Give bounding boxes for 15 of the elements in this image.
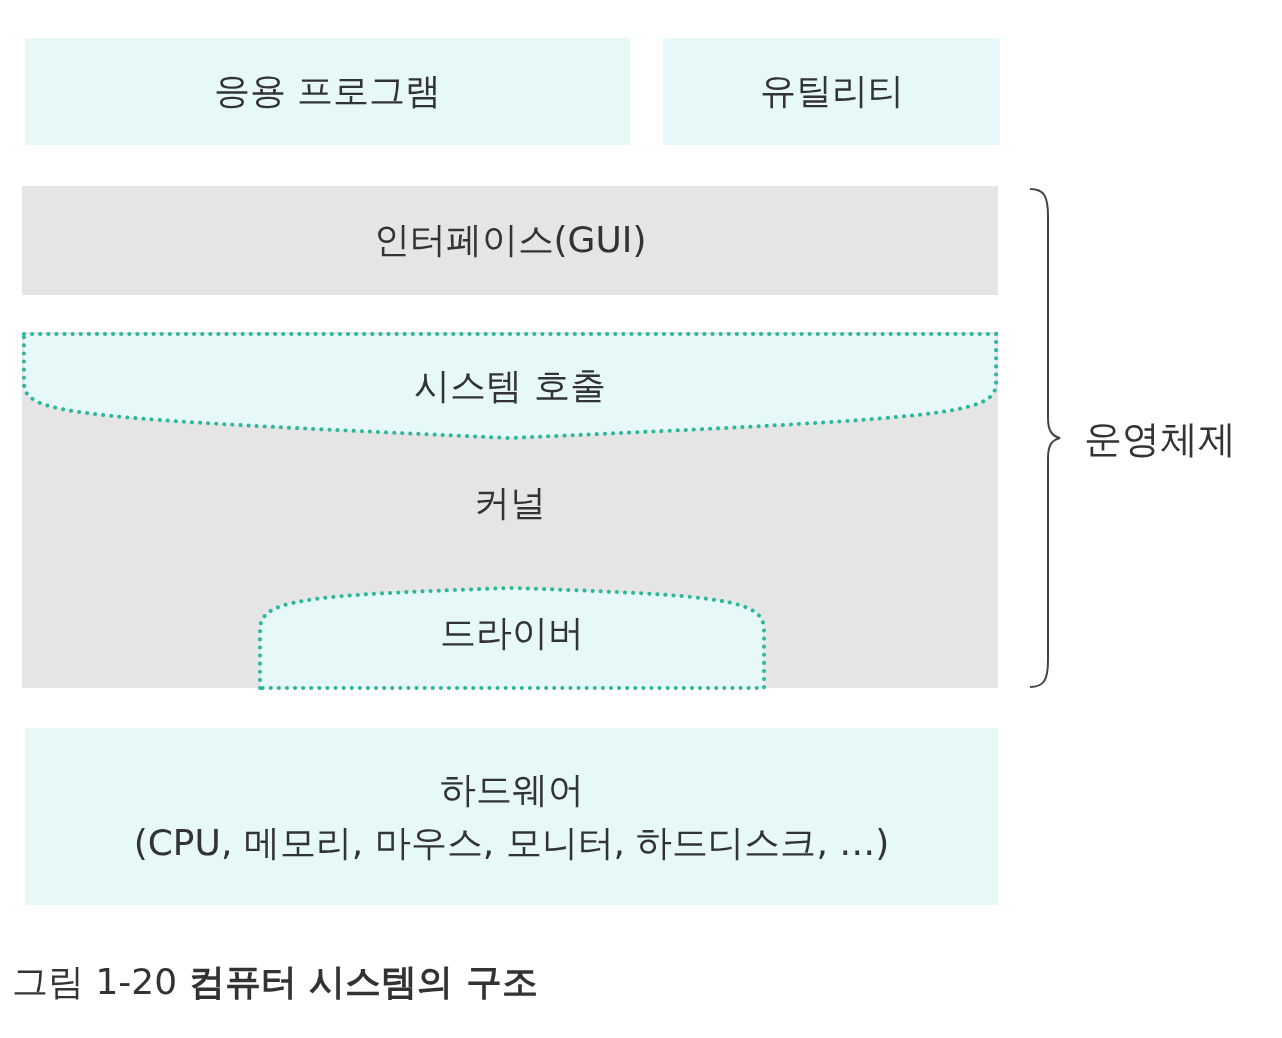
bracket-label: 운영체제 (1084, 416, 1236, 463)
kernel-region (22, 332, 998, 688)
interface-band (22, 186, 998, 295)
node-label: 응용 프로그램 (213, 69, 442, 114)
node-label: 커널 (474, 481, 546, 525)
utility-box (663, 38, 1000, 145)
node-label: 인터페이스(GUI) (373, 218, 647, 263)
application-box (25, 38, 630, 145)
node-detail: (CPU, 메모리, 마우스, 모니터, 하드디스크, …) (133, 820, 890, 865)
node-label: 드라이버 (440, 611, 584, 655)
node-label: 시스템 호출 (414, 364, 606, 408)
node-label: 하드웨어 (439, 768, 584, 813)
node-label: 유틸리티 (759, 69, 904, 114)
figure-caption: 그림 1-20 컴퓨터 시스템의 구조 (12, 960, 538, 1004)
hardware-box (25, 728, 998, 905)
